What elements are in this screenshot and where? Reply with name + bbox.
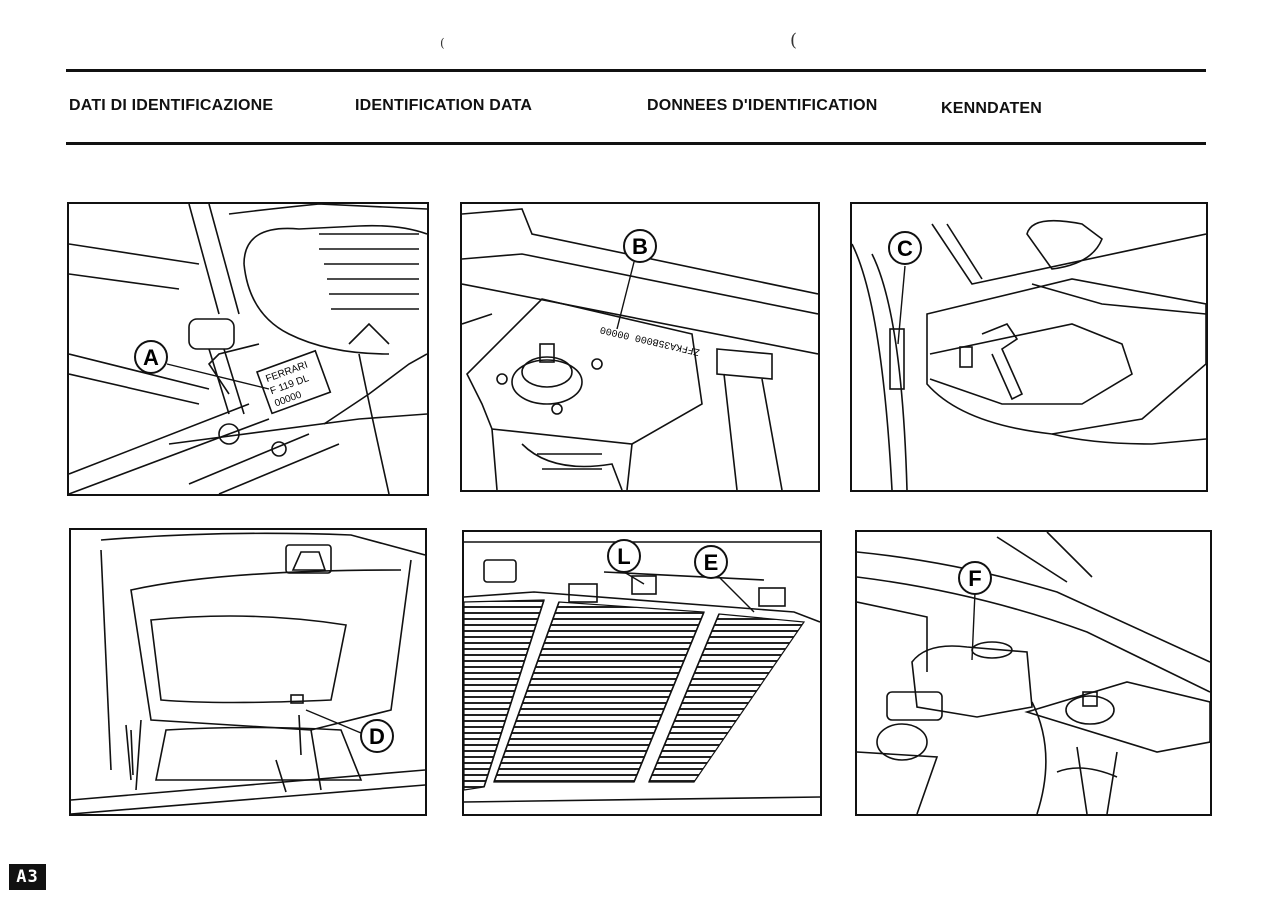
illustration-a: FERRARI F 119 DL 00000 A [69, 204, 427, 494]
callout-l: L [617, 544, 630, 569]
callout-c: C [897, 236, 913, 261]
illustration-b: ZFFKA35B000 00000 B [462, 208, 818, 490]
illustration-c: C [852, 219, 1206, 490]
page-number-badge: A3 [9, 864, 46, 890]
header-rule-top [66, 69, 1206, 72]
page-mark-right: ( [790, 30, 798, 51]
heading-italian: DATI DI IDENTIFICAZIONE [69, 97, 274, 114]
panel-a-chassis-plate: FERRARI F 119 DL 00000 A [67, 202, 429, 496]
heading-french: DONNEES D'IDENTIFICATION [647, 97, 878, 114]
callout-f: F [968, 566, 981, 591]
illustration-d: D [71, 532, 425, 814]
callout-d: D [369, 724, 385, 749]
page-mark-left: ( [440, 36, 445, 50]
callout-a: A [143, 345, 159, 370]
header-rule-bottom [66, 142, 1206, 145]
panel-e-engine-cover: L E [462, 530, 822, 816]
callout-b: B [632, 234, 648, 259]
heading-german: KENNDATEN [941, 100, 1043, 117]
illustration-f: F [857, 532, 1210, 814]
callout-e: E [704, 550, 719, 575]
panel-b-vin-stamp: ZFFKA35B000 00000 B [460, 202, 820, 492]
heading-english: IDENTIFICATION DATA [355, 97, 533, 114]
panel-f-engine-bay: F [855, 530, 1212, 816]
panel-c-door-pillar: C [850, 202, 1208, 492]
illustration-e: L E [464, 539, 820, 803]
panel-d-hood-underside: D [69, 528, 427, 816]
